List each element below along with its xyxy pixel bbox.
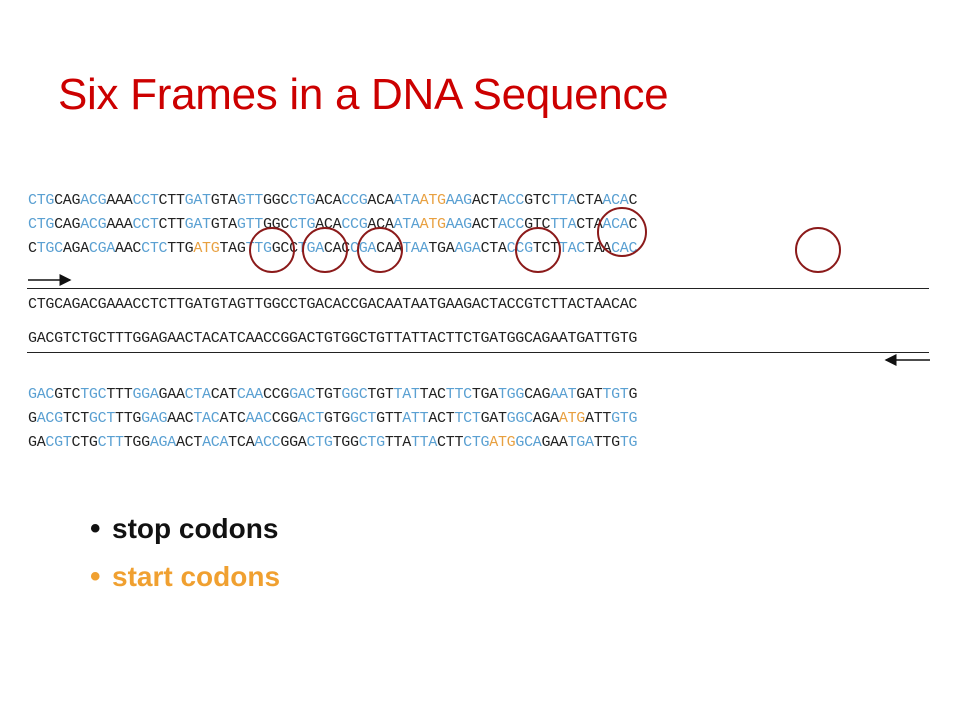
codon-circle [249, 227, 295, 273]
codon-circle [302, 227, 348, 273]
bullet-icon: • [90, 512, 101, 545]
bullet-icon: • [90, 560, 101, 593]
legend-start: • start codons [90, 553, 280, 601]
reverse-strand: GACGTCTGCTTTGGAGAACTACATCAACCGGACTGTGGCT… [28, 330, 638, 347]
reverse-frame-2: GACGTCTGCTTTGGAGAACTACATCAACCGGACTGTGGCT… [28, 410, 638, 427]
reverse-frame-3: GACGTCTGCTTTGGAGAACTACATCAACCGGACTGTGGCT… [28, 434, 638, 451]
forward-frame-3: CTGCAGACGAAACCTCTTGATGTAGTTGGCCTGACACCGA… [28, 240, 638, 257]
divider-top [27, 288, 929, 289]
codon-circle [795, 227, 841, 273]
divider-bottom [27, 352, 929, 353]
codon-circle [597, 207, 647, 257]
legend-start-label: start codons [112, 561, 281, 592]
forward-frame-1: CTGCAGACGAAACCTCTTGATGTAGTTGGCCTGACACCGA… [28, 192, 638, 209]
reverse-frame-1: GACGTCTGCTTTGGAGAACTACATCAACCGGACTGTGGCT… [28, 386, 638, 403]
legend-stop-label: stop codons [112, 513, 279, 544]
codon-circle [357, 227, 403, 273]
legend-stop: • stop codons [90, 505, 280, 553]
page-title: Six Frames in a DNA Sequence [58, 70, 669, 119]
codon-circle [515, 227, 561, 273]
forward-strand: CTGCAGACGAAACCTCTTGATGTAGTTGGCCTGACACCGA… [28, 296, 638, 313]
legend: • stop codons • start codons [90, 505, 280, 601]
